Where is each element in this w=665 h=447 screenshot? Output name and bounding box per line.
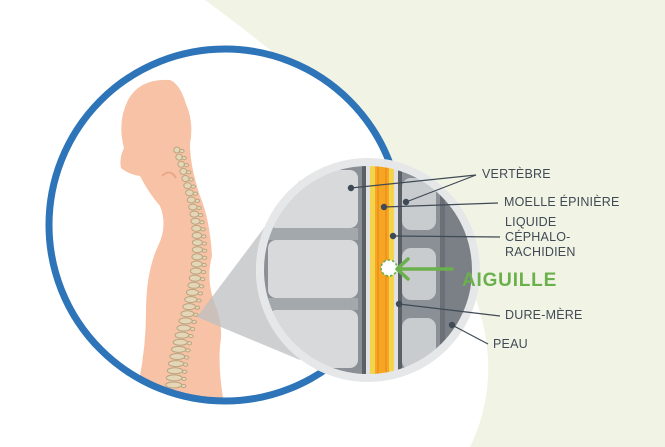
leader-dots	[347, 184, 456, 329]
spine-process	[180, 383, 187, 389]
body-silhouette	[120, 79, 225, 401]
label-dure-mere: DURE-MÈRE	[505, 308, 583, 322]
spine-process	[201, 248, 208, 253]
spine-process	[201, 255, 208, 260]
spine-vertebra	[182, 303, 196, 311]
spine-process	[182, 362, 189, 367]
spine-process	[183, 163, 190, 168]
spine-vertebra	[187, 281, 201, 289]
spine-process	[201, 241, 208, 246]
label-aiguille: AIGUILLE	[462, 270, 558, 291]
spine-vertebra	[179, 167, 188, 175]
spine-vertebra	[176, 324, 192, 332]
spine-vertebra	[185, 288, 199, 296]
label-rachidien: RACHIDIEN	[505, 245, 576, 259]
spine-process	[197, 212, 204, 218]
spine-vertebra	[189, 267, 203, 275]
spine-vertebra	[180, 310, 195, 318]
spine-vertebra	[191, 224, 202, 232]
spine-process	[183, 355, 190, 360]
spine-vertebra	[165, 381, 183, 389]
spine-vertebra	[172, 338, 188, 346]
label-vertebre: VERTÈBRE	[482, 167, 551, 181]
spine-process	[188, 334, 194, 339]
spine-vertebra	[191, 231, 203, 239]
spine-process	[181, 369, 188, 374]
background-tint	[205, 0, 665, 447]
spine-process	[194, 198, 201, 203]
spine-process	[201, 234, 207, 239]
spine-vertebra	[190, 260, 203, 268]
needle-arrow	[395, 257, 454, 281]
spine-vertebra	[185, 189, 194, 197]
label-liquide: LIQUIDE	[505, 215, 557, 229]
label-cephalo: CÉPHALO-	[505, 230, 571, 244]
spine-vertebra	[191, 239, 203, 247]
spine-process	[185, 348, 191, 353]
spine-vertebra	[188, 203, 198, 211]
spine-vertebra	[191, 246, 204, 254]
spine-illustration	[165, 146, 208, 389]
spine-vertebra	[170, 345, 187, 353]
spine-process	[186, 341, 193, 346]
spine-process	[200, 227, 206, 232]
spine-process	[191, 319, 197, 325]
spine-process	[194, 305, 201, 310]
spine-vertebra	[175, 153, 183, 161]
spine-process	[179, 148, 185, 154]
spine-vertebra	[166, 367, 184, 375]
spine-process	[200, 269, 207, 275]
spine-process	[181, 376, 187, 381]
spine-process	[200, 277, 206, 282]
inset-circle-ring	[256, 158, 480, 382]
spine-vertebra	[173, 146, 181, 154]
spine-vertebra	[184, 296, 198, 304]
spine-process	[198, 284, 205, 289]
spine-vertebra	[190, 217, 201, 225]
spine-vertebra	[167, 360, 185, 368]
spine-process	[199, 220, 205, 225]
spine-process	[192, 191, 199, 196]
needle-target	[380, 259, 398, 277]
spine-vertebra	[181, 174, 190, 182]
spine-vertebra	[188, 274, 202, 282]
spine-vertebra	[189, 210, 200, 218]
spine-vertebra	[177, 160, 185, 168]
spine-process	[193, 312, 199, 317]
spine-process	[186, 170, 192, 175]
spine-process	[196, 205, 202, 211]
spine-vertebra	[165, 374, 183, 382]
spine-process	[201, 262, 207, 268]
spine-process	[188, 177, 194, 182]
spine-vertebra	[191, 253, 203, 261]
spine-process	[189, 326, 196, 332]
label-moelle-epiniere: MOELLE ÉPINIÈRE	[504, 195, 620, 209]
spine-vertebra	[183, 182, 192, 190]
spine-vertebra	[186, 196, 196, 204]
spine-process	[197, 291, 204, 296]
spine-process	[190, 184, 196, 189]
spine-process	[181, 156, 187, 161]
leader-lines	[350, 174, 501, 345]
spine-vertebra	[169, 353, 186, 361]
label-peau: PEAU	[493, 337, 528, 351]
spine-vertebra	[174, 331, 190, 339]
spine-process	[196, 298, 202, 303]
spine-vertebra	[178, 317, 193, 325]
